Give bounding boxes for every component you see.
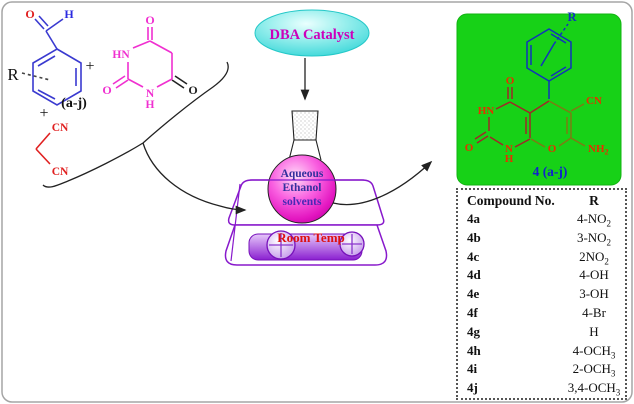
table-row: 4i 2-OCH3 (467, 360, 621, 379)
barbituric-hn-label: HN (112, 49, 130, 61)
r-group-cell: 4-NO2 (576, 211, 612, 229)
compound-table-header: Compound No. R (467, 191, 621, 210)
header-r: R (589, 193, 599, 208)
r-group-cell: 2NO2 (579, 248, 609, 267)
product-amine-subscript: 2 (605, 148, 609, 157)
table-row: 4f 4-Br (467, 304, 621, 323)
flask-text-line1: Aqueous (281, 168, 324, 180)
product-amine-text: NH (588, 143, 605, 155)
product-series-label: 4 (a-j) (533, 164, 568, 179)
barbituric-o-top-label: O (145, 13, 154, 27)
plus-sign-1: + (85, 58, 94, 75)
compound-table: Compound No. R 4a 4-NO2 4b 3-NO2 4c 2NO2 4d 4-O… (456, 188, 627, 400)
reaction-flask (267, 110, 337, 224)
table-row: 4h 4-OCH3 (467, 342, 621, 361)
product-structure: R O HN O N H O CN NH2 4 (a-j) (465, 10, 609, 179)
r-group-cell: H (589, 323, 599, 339)
flask-text-line3: solvents (283, 196, 323, 208)
barbituric-acid-structure (112, 27, 188, 89)
product-r-label: R (567, 10, 577, 24)
header-compound-no: Compound No. (467, 193, 555, 208)
table-row: 4c 2NO2 (467, 248, 621, 267)
product-cn-label: CN (586, 95, 602, 107)
compound-no-cell: 4e (467, 286, 480, 302)
r-group-cell: 4-Br (582, 304, 606, 320)
malononitrile-cn-top-label: CN (52, 122, 69, 134)
compound-no-cell: 4f (467, 304, 478, 320)
product-o-left-label: O (465, 142, 474, 154)
aldehyde-h-label: H (64, 7, 74, 21)
hotplate-left-edge (230, 183, 241, 262)
malononitrile-structure (35, 132, 51, 165)
compound-no-cell: 4i (467, 361, 478, 377)
barbituric-h-label: H (146, 99, 155, 111)
r-group-cell: 3-OH (579, 286, 609, 302)
catalyst-label: DBA Catalyst (270, 27, 355, 43)
compound-no-cell: 4d (467, 267, 481, 283)
product-n-label: N (505, 143, 513, 155)
table-row: 4d 4-OH (467, 266, 621, 285)
product-ring-o-label: O (548, 143, 557, 155)
barbituric-n-label: N (146, 88, 155, 100)
compound-no-cell: 4c (467, 248, 480, 264)
table-row: 4a 4-NO2 (467, 210, 621, 229)
compound-no-cell: 4a (467, 211, 480, 226)
aldehyde-r-label: R (7, 65, 19, 84)
reactant-brace (42, 61, 229, 188)
barbituric-o-left-label: O (102, 83, 111, 97)
hotplate-dial-right-marks (342, 234, 362, 254)
table-row: 4b 3-NO2 (467, 229, 621, 248)
table-row: 4j 3,4-OCH3 (467, 379, 621, 398)
benzaldehyde-structure (21, 15, 82, 106)
r-group-cell: 4-OCH3 (572, 342, 616, 361)
compound-no-cell: 4b (467, 229, 481, 245)
plus-sign-2: + (39, 105, 48, 122)
r-group-cell: 4-OH (579, 267, 609, 283)
table-row: 4g H (467, 323, 621, 342)
hotplate-dial-left-marks (269, 233, 293, 257)
flask-joint (291, 110, 319, 141)
room-temp-label: Room Temp (277, 230, 345, 245)
aldehyde-series-label: (a-j) (61, 96, 87, 111)
r-group-cell: 3,4-OCH3 (567, 380, 621, 398)
malononitrile-cn-bottom-label: CN (52, 166, 69, 178)
flask-bulb (267, 154, 337, 224)
r-group-cell: 3-NO2 (576, 229, 612, 248)
catalyst-ellipse (254, 9, 370, 57)
table-row: 4e 3-OH (467, 285, 621, 304)
compound-table-body: 4a 4-NO2 4b 3-NO2 4c 2NO2 4d 4-OH 4e 3-OH 4f 4-Br 4g… (467, 210, 621, 398)
arrow-to-flask (142, 142, 247, 215)
arrow-to-product (332, 160, 433, 206)
r-group-cell: 2-OCH3 (572, 361, 616, 379)
product-o-top-label: O (506, 75, 515, 87)
compound-no-cell: 4h (467, 342, 481, 358)
product-hn-label: HN (478, 105, 495, 117)
product-amine-label: NH2 (588, 143, 609, 157)
compound-no-cell: 4j (467, 380, 478, 396)
product-h-label: H (505, 153, 514, 165)
aldehyde-o-label: O (25, 7, 34, 21)
r-attachment-dashed-bond (21, 72, 51, 81)
barbituric-o-right-label: O (188, 83, 197, 97)
flask-text-line2: Ethanol (283, 182, 322, 194)
compound-no-cell: 4g (467, 323, 480, 339)
